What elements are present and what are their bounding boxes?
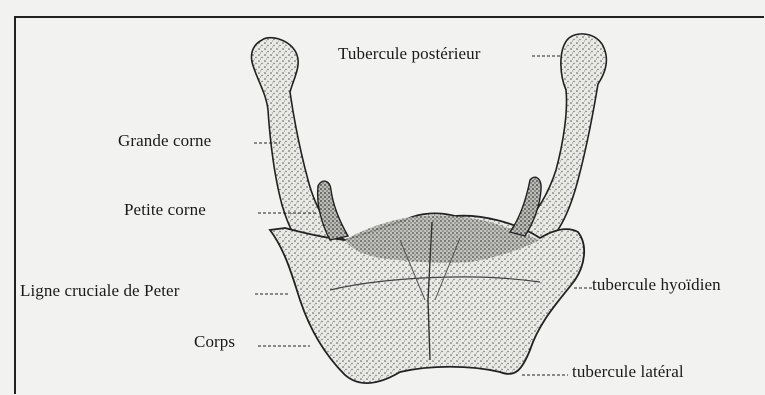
label-grande-corne: Grande corne	[118, 131, 211, 151]
label-tubercule-posterieur: Tubercule postérieur	[338, 44, 481, 64]
label-petite-corne: Petite corne	[124, 200, 206, 220]
label-ligne-cruciale: Ligne cruciale de Peter	[20, 281, 179, 301]
label-tubercule-hyoidien: tubercule hyoïdien	[592, 275, 721, 295]
label-tubercule-lateral: tubercule latéral	[572, 362, 684, 382]
label-corps: Corps	[194, 332, 235, 352]
